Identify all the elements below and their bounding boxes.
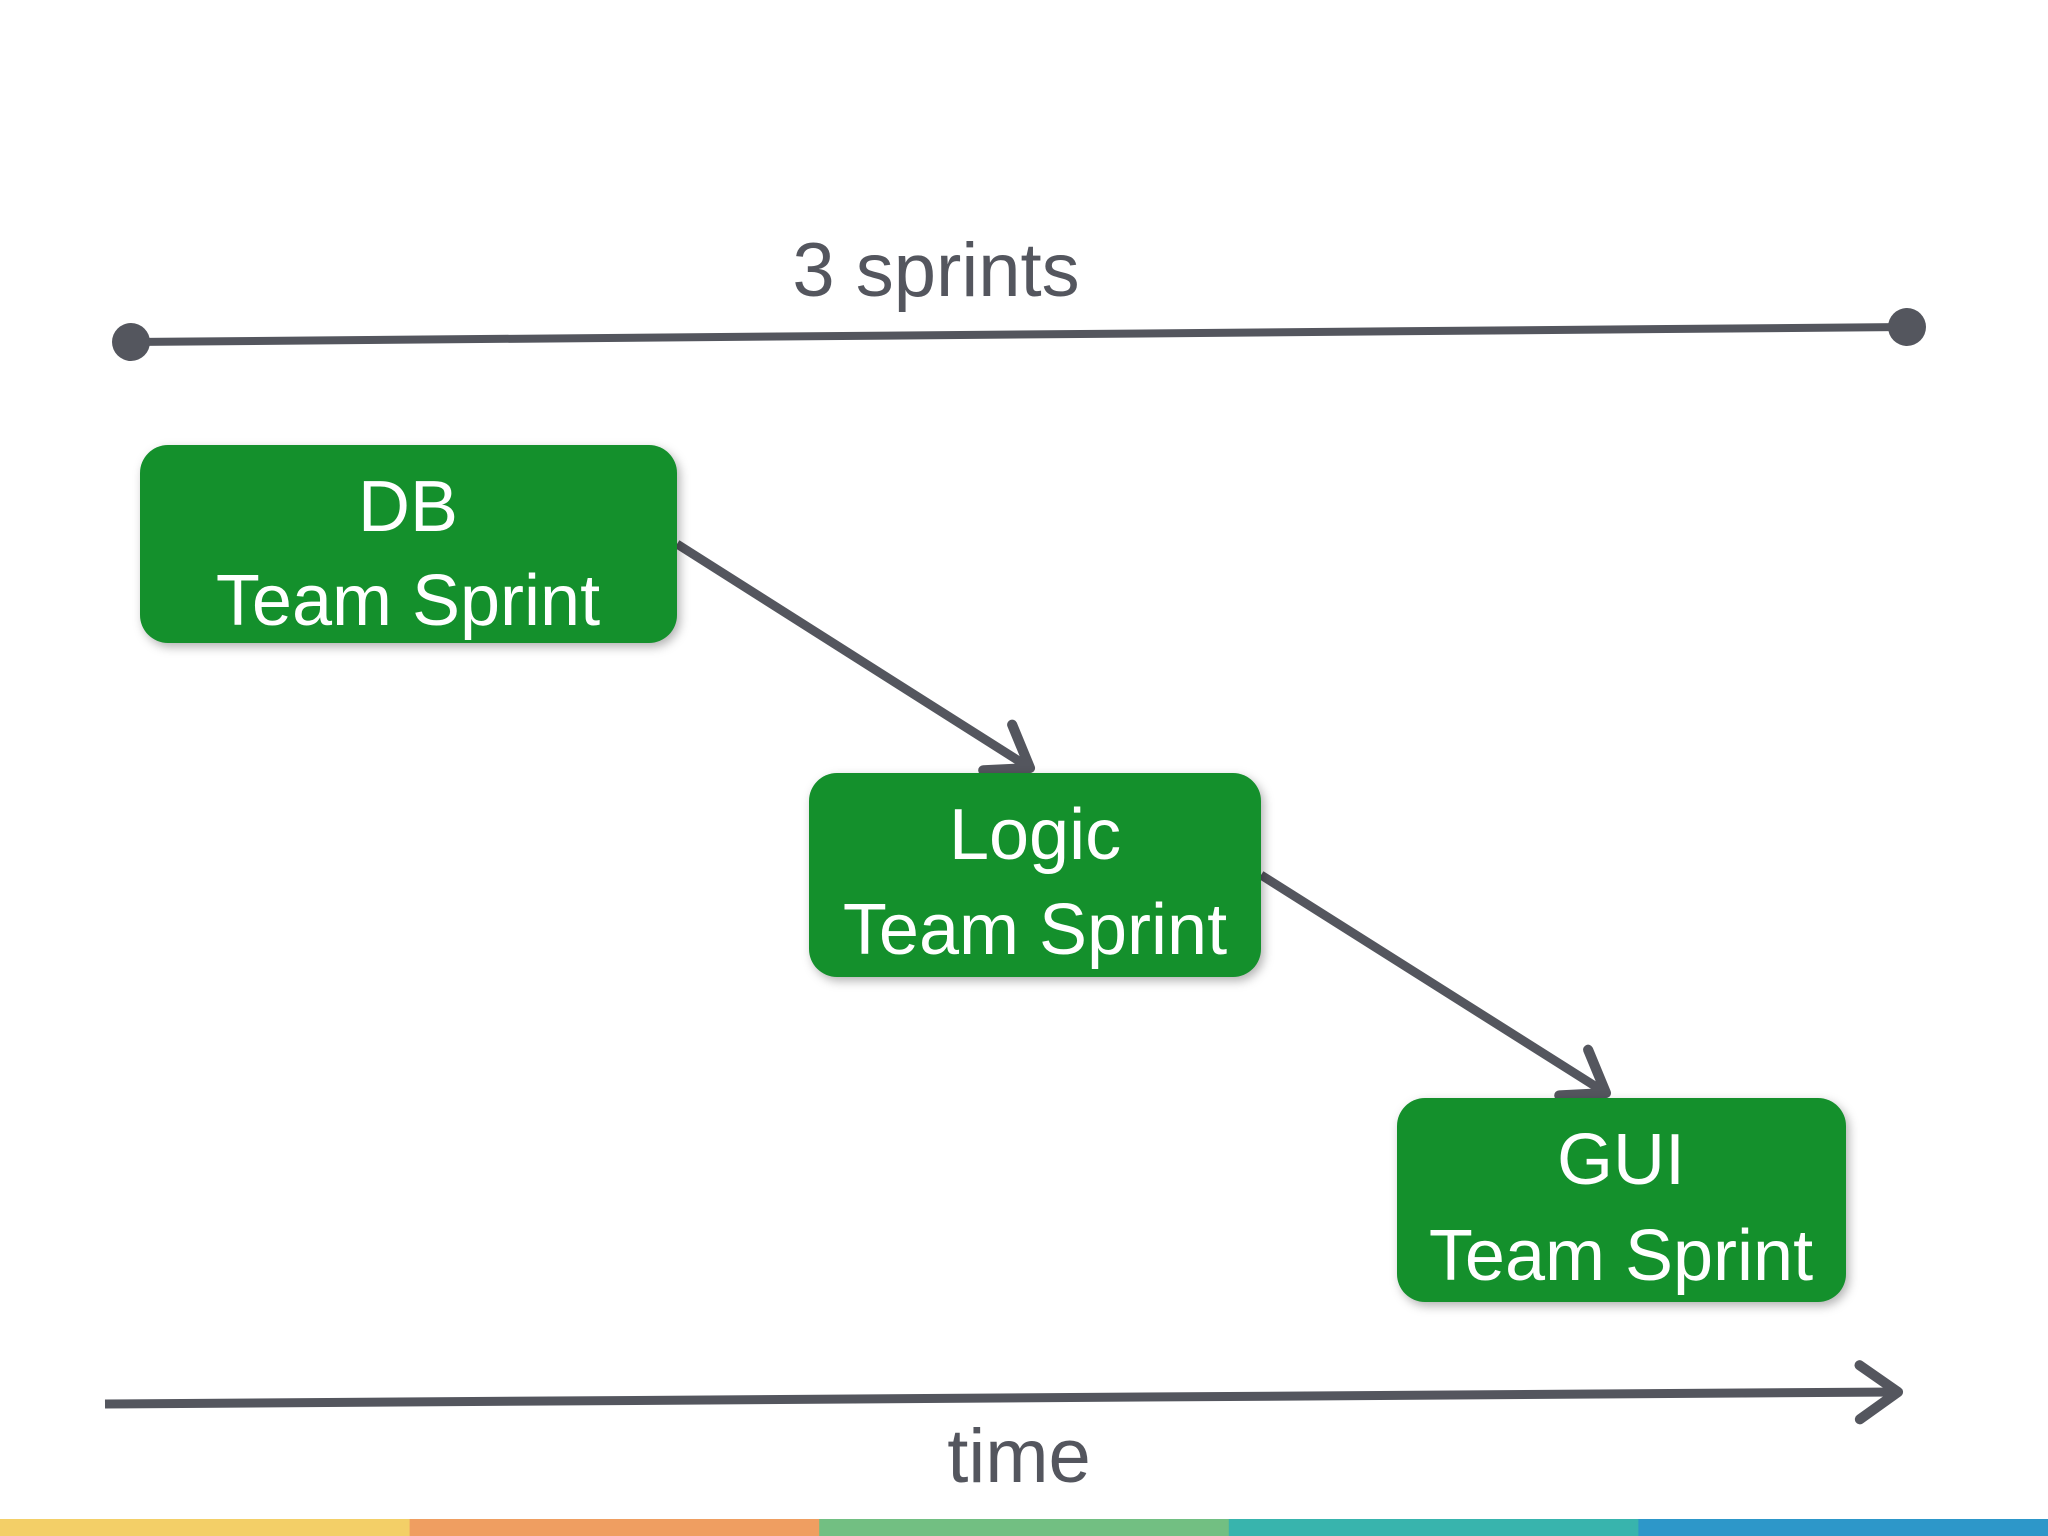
logic-node-subtitle: Team Sprint (843, 890, 1227, 970)
footer-stripe-teal (1228, 1519, 1639, 1536)
footer-stripe (0, 1519, 2048, 1536)
arrow-logic-to-gui (1258, 871, 1612, 1101)
db-node-subtitle: Team Sprint (216, 561, 600, 641)
db-node-title: DB (358, 467, 458, 547)
footer-stripe-orange (409, 1519, 820, 1536)
span-end-dot-icon (1888, 308, 1926, 346)
gui-node-subtitle: Team Sprint (1429, 1216, 1813, 1296)
time-axis-arrow (104, 1360, 1904, 1425)
footer-stripe-blue (1638, 1519, 2048, 1536)
footer-stripe-yellow (0, 1519, 410, 1536)
footer-stripe-green (819, 1519, 1230, 1536)
sprint-span-line (130, 323, 1908, 346)
db-sprint-node: DB Team Sprint (140, 445, 677, 643)
gui-node-title: GUI (1557, 1120, 1685, 1200)
arrow-db-to-logic (674, 540, 1036, 776)
db-node-box (140, 445, 677, 643)
gui-sprint-node: GUI Team Sprint (1397, 1098, 1846, 1302)
logic-node-title: Logic (949, 795, 1121, 875)
sprint-span-label: 3 sprints (792, 228, 1079, 313)
logic-node-box (809, 773, 1261, 977)
logic-sprint-node: Logic Team Sprint (809, 773, 1261, 977)
time-axis-label: time (947, 1414, 1091, 1499)
span-start-dot-icon (112, 323, 150, 361)
gui-node-box (1397, 1098, 1846, 1302)
